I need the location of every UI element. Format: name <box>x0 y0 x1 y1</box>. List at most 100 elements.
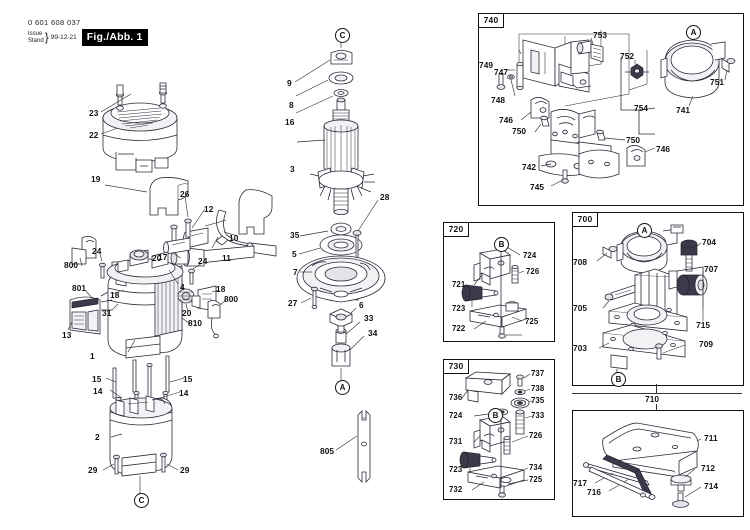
callout-723-730: 723 <box>449 465 463 474</box>
part-723-knob <box>461 284 499 302</box>
callout-725-730: 725 <box>529 475 543 484</box>
callout-711: 711 <box>704 433 718 443</box>
part-24-screw-right <box>188 268 195 285</box>
callout-5: 5 <box>292 249 297 259</box>
callout-735: 735 <box>531 396 545 405</box>
callout-733: 733 <box>531 411 545 420</box>
callout-705: 705 <box>573 303 588 313</box>
figure-badge: Fig./Abb. 1 <box>81 29 148 46</box>
callout-13: 13 <box>62 330 72 340</box>
part-9-retaining-clip <box>330 50 353 65</box>
group-700-drawing <box>596 224 708 379</box>
callout-29-right: 29 <box>180 465 190 475</box>
part-737-screw <box>516 374 524 387</box>
callout-731: 731 <box>449 437 463 446</box>
part-26-12-screws <box>163 218 192 255</box>
part-6-hex-nut <box>329 308 353 328</box>
callout-33: 33 <box>364 313 374 323</box>
part-707-bushing <box>676 274 708 296</box>
group-710-drawing <box>582 422 702 508</box>
part-34-collet-sleeve <box>331 343 351 367</box>
callout-34: 34 <box>368 328 378 338</box>
callout-31: 31 <box>102 308 112 318</box>
cref-a-740: A <box>686 25 701 40</box>
connector-710-rule <box>572 393 742 394</box>
part-726-pin <box>511 265 519 284</box>
callout-29-left: 29 <box>88 465 98 475</box>
group-box-700: 700 <box>571 211 744 387</box>
callout-704: 704 <box>702 237 717 247</box>
callout-734: 734 <box>529 463 543 472</box>
callout-707: 707 <box>704 264 719 274</box>
cref-c-bottom: C <box>134 493 149 508</box>
part-10-11-handle-assembly <box>170 209 277 267</box>
part-33-collet-nut <box>335 325 347 344</box>
callout-18-left: 18 <box>110 290 120 300</box>
part-721-bracket <box>473 248 511 286</box>
part-ring-clamp-700 <box>616 224 684 274</box>
part-8-washer <box>328 71 354 85</box>
group-label-740: 740 <box>477 12 505 29</box>
callout-748: 748 <box>491 95 506 105</box>
callout-20-right: 20 <box>182 308 192 318</box>
issue-label: Issue <box>28 30 43 37</box>
callout-19: 19 <box>91 174 101 184</box>
part-27-screw <box>311 286 318 309</box>
callout-703: 703 <box>573 343 588 353</box>
part-726-pin-730 <box>503 436 511 455</box>
part-725-screw <box>498 326 506 339</box>
callout-726: 726 <box>526 267 540 276</box>
group-720-drawing <box>461 241 527 339</box>
part-2-field-stator <box>109 395 173 477</box>
connector-710-box <box>656 402 657 410</box>
part-800-cable-right <box>207 300 221 339</box>
callout-22: 22 <box>89 130 99 140</box>
callout-1: 1 <box>90 351 95 361</box>
part-750-pin-lower <box>596 129 606 141</box>
issue-stand-labels: Issue Stand <box>28 31 44 44</box>
callout-800-right: 800 <box>224 294 239 304</box>
callout-712: 712 <box>701 463 716 473</box>
part-number: 0 601 608 037 <box>28 18 81 27</box>
callout-738: 738 <box>531 384 545 393</box>
part-3-armature <box>309 97 375 215</box>
part-704-bolt <box>680 239 698 272</box>
callout-23: 23 <box>89 108 99 118</box>
brace-glyph: } <box>44 30 49 44</box>
stand-label: Stand <box>28 37 44 44</box>
part-741-ring-clamp <box>660 39 726 99</box>
connector-700-710 <box>656 384 657 393</box>
part-749-748-screw-washer <box>496 73 515 90</box>
callout-750-lower: 750 <box>626 135 641 145</box>
part-16-spring-washer <box>333 89 349 97</box>
callout-717: 717 <box>573 478 588 488</box>
callout-746-top: 746 <box>499 115 514 125</box>
part-705-long-screw <box>604 284 636 301</box>
part-23-screws <box>116 82 167 106</box>
part-746-collar-top <box>530 97 550 119</box>
callout-810: 810 <box>188 318 203 328</box>
callout-724-730: 724 <box>449 411 463 420</box>
callout-18-right: 18 <box>216 284 226 294</box>
part-742-base-bracket <box>538 109 620 179</box>
callout-754: 754 <box>634 103 649 113</box>
part-709-screw <box>655 343 663 360</box>
group-730-drawing <box>459 371 533 498</box>
callout-12: 12 <box>204 204 214 214</box>
callout-24-left: 24 <box>92 246 102 256</box>
part-801-capacitor <box>69 291 113 335</box>
callout-801: 801 <box>72 283 87 293</box>
part-738-washer <box>514 388 526 395</box>
part-22-housing-cover <box>102 102 178 173</box>
callout-27: 27 <box>288 298 298 308</box>
cref-a-700: A <box>637 223 652 238</box>
callout-11: 11 <box>222 253 231 263</box>
callout-17: 17 <box>158 252 168 262</box>
callout-737: 737 <box>531 369 545 378</box>
callout-26: 26 <box>180 189 190 199</box>
callout-709: 709 <box>699 339 714 349</box>
part-735-bearing <box>510 397 530 409</box>
part-732-base-plate <box>467 465 525 489</box>
